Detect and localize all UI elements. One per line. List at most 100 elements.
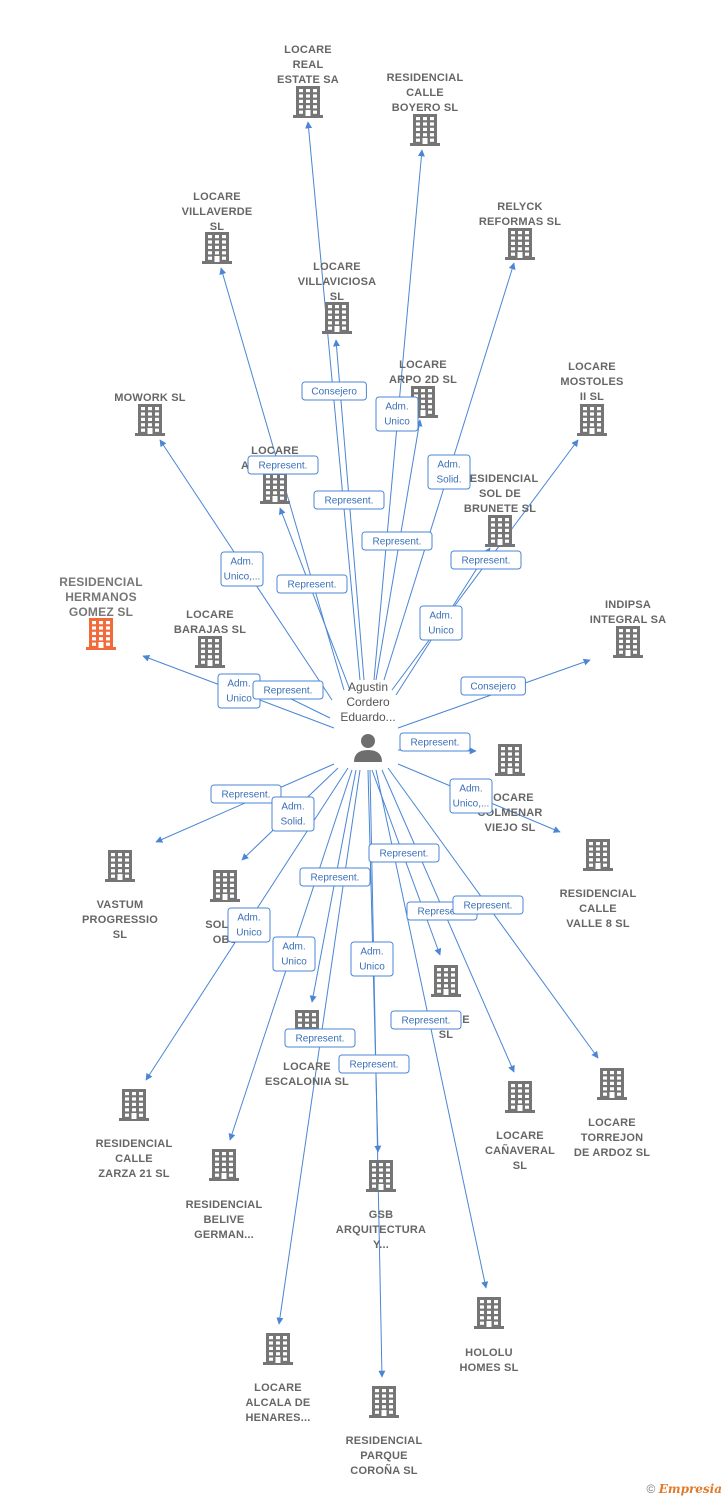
edge-label-locare-arpo-2c[interactable]: Represent.: [276, 574, 348, 594]
company-node-vastum[interactable]: VASTUM PROGRESSIO SL: [82, 850, 158, 941]
edge-label-res-hermanos-gomez[interactable]: Adm. Unico: [217, 673, 261, 709]
edge-label-locare-arpo-2d[interactable]: Adm.Unico: [375, 396, 419, 432]
edge-locare-arpo-2c: [278, 507, 351, 691]
company-node-res-belive[interactable]: RESIDENCIALBELIVEGERMAN...: [186, 1149, 263, 1241]
company-name-label: GSB: [369, 1209, 393, 1221]
company-name-label: REFORMAS SL: [479, 216, 561, 228]
edge-label-text: Unico,...: [224, 572, 261, 583]
building-icon: [583, 839, 613, 871]
company-name-label: INDIPSA: [605, 599, 651, 611]
company-node-locare-x[interactable]: LOCARESL: [422, 965, 470, 1041]
company-name-label: SL: [113, 929, 128, 941]
company-name-label: ARQUITECTURA: [336, 1224, 426, 1236]
edge-label-solar-obs[interactable]: Adm.Solid.: [271, 796, 315, 832]
building-icon: [135, 404, 165, 436]
building-icon: [195, 636, 225, 668]
edge-label-locare-barajas[interactable]: Represent.: [252, 680, 324, 700]
edge-label-locare-villaverde[interactable]: Represent.: [313, 490, 385, 510]
edge-labels-layer: ConsejeroRepresent.Represent.Adm.Solid.R…: [210, 381, 526, 1074]
edge-label-vastum[interactable]: Represent.: [210, 784, 282, 804]
edge-label-locare-mostoles[interactable]: Represent.: [450, 550, 522, 570]
building-icon: [366, 1160, 396, 1192]
company-name-label: LOCARE: [254, 1382, 302, 1394]
person-name-label: Agustin: [348, 680, 388, 694]
company-name-label: LOCARE: [568, 361, 616, 373]
company-name-label: RESIDENCIAL: [387, 72, 464, 84]
copyright-symbol: ©: [646, 1482, 656, 1496]
edge-locare-real-estate: [305, 121, 361, 681]
person-node[interactable]: AgustinCorderoEduardo...: [340, 680, 396, 762]
edge-label-locare-torrejon[interactable]: Represent.: [452, 895, 524, 915]
edge-label-locare-real-estate[interactable]: Consejero: [301, 381, 367, 401]
company-name-label: CALLE: [579, 903, 617, 915]
building-icon: [431, 965, 461, 997]
edge-label-text: Represent.: [222, 790, 271, 801]
edge-label-text: Adm.: [230, 557, 253, 568]
edge-label-res-sol-brunete[interactable]: Adm.Unico: [419, 605, 463, 641]
company-name-label: PROGRESSIO: [82, 914, 158, 926]
building-icon: [263, 1333, 293, 1365]
edge-label-res-calle-boyero[interactable]: Represent.: [361, 531, 433, 551]
company-name-label: VASTUM: [97, 899, 144, 911]
company-name-label: RESIDENCIAL: [346, 1435, 423, 1447]
edge-label-res-belive[interactable]: Adm.Unico: [272, 936, 316, 972]
company-name-label: ALCALA DE: [246, 1397, 311, 1409]
edge-label-locare-escalonia[interactable]: Represent.: [299, 867, 371, 887]
edge-label-res-parque-corona[interactable]: Represent.: [338, 1054, 410, 1074]
edge-label-box: [299, 867, 371, 887]
building-icon: [495, 744, 525, 776]
company-node-mowork[interactable]: MOWORK SL: [114, 392, 186, 436]
building-icon: [505, 1081, 535, 1113]
person-name-label: Cordero: [346, 695, 390, 709]
edge-label-text: Solid.: [280, 817, 305, 828]
edge-label-res-calle-valle[interactable]: Adm.Unico,...: [449, 778, 493, 814]
edge-label-locare-villaviciosa[interactable]: Represent.: [247, 455, 319, 475]
edge-label-text: Represent.: [296, 1034, 345, 1045]
company-name-label: II SL: [580, 391, 604, 403]
edge-label-locare-colmenar[interactable]: Represent.: [399, 732, 471, 752]
edge-label-text: Unico: [359, 962, 385, 973]
edge-label-locare-canaveral[interactable]: Represent.: [368, 843, 440, 863]
edge-label-text: Adm.: [385, 402, 408, 413]
edge-label-text: Unico,...: [453, 799, 490, 810]
edge-label-box: [450, 550, 522, 570]
edge-label-gsb[interactable]: Adm.Unico: [350, 941, 394, 977]
company-name-label: LOCARE: [486, 792, 534, 804]
company-name-label: DE ARDOZ SL: [574, 1147, 650, 1159]
edge-label-text: Unico: [226, 694, 252, 705]
edge-label-box: [338, 1054, 410, 1074]
edge-label-relyck-reformas[interactable]: Adm.Solid.: [427, 454, 471, 490]
company-name-label: HOMES SL: [459, 1362, 518, 1374]
footer-brand[interactable]: © Empresia: [647, 1482, 722, 1496]
edge-label-text: Adm.: [227, 679, 250, 690]
edge-label-text: Adm.: [237, 913, 260, 924]
edge-label-res-calle-zarza[interactable]: Adm.Unico: [227, 907, 271, 943]
edge-label-locare-alcala[interactable]: Represent.: [284, 1028, 356, 1048]
edge-label-text: Unico: [428, 626, 454, 637]
company-node-gsb[interactable]: GSBARQUITECTURAY...: [336, 1160, 426, 1251]
edge-label-mowork[interactable]: Adm. Unico,...: [220, 551, 264, 587]
edge-label-indipsa[interactable]: Consejero: [460, 676, 526, 696]
edge-label-hololu[interactable]: Represent.: [390, 1010, 462, 1030]
edge-label-text: Represent.: [418, 907, 467, 918]
